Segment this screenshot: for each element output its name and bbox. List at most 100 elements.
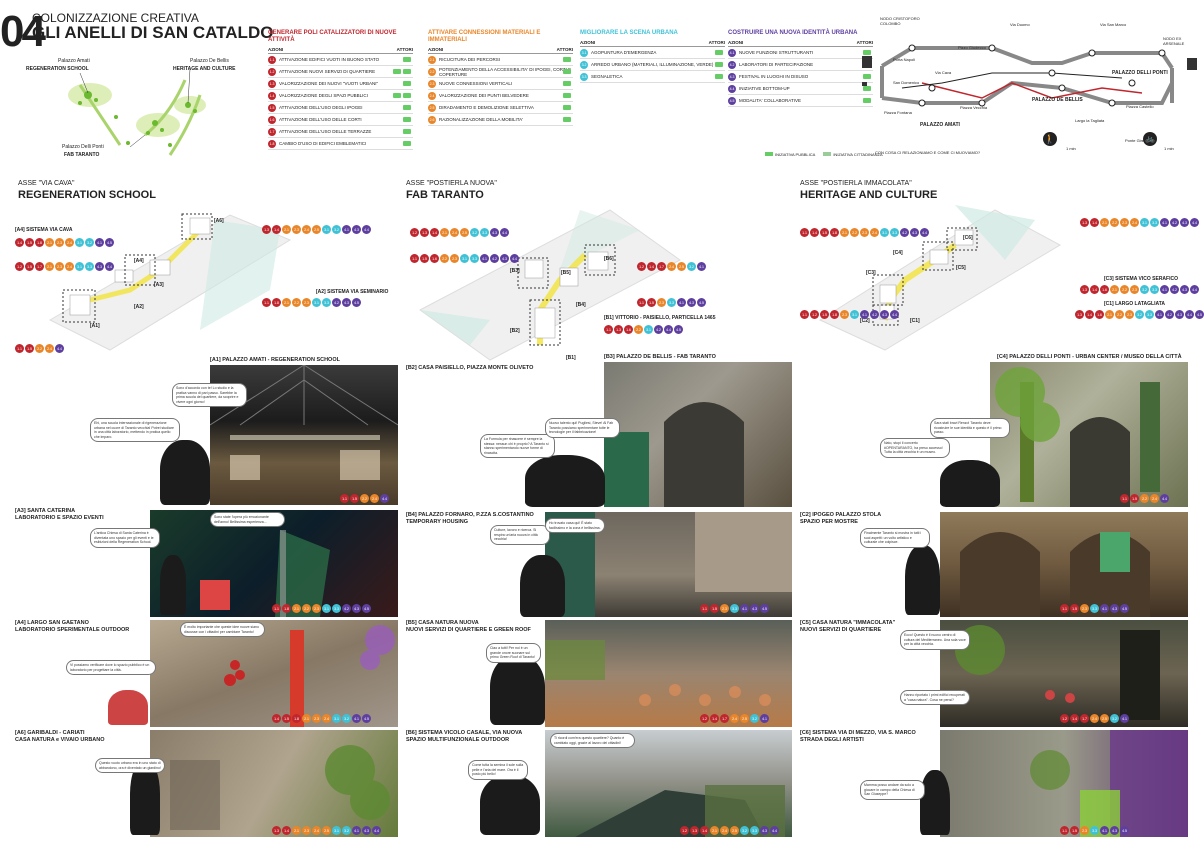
netmap-label-arsenale: NODO EX ARSENALE [1163, 36, 1185, 46]
action-dot: 1.1 [604, 325, 613, 334]
photo-a3 [150, 510, 398, 617]
action-dot: 2.4 [312, 826, 321, 835]
tag-c5: [C5] [956, 265, 966, 271]
action-dot: 3.3 [1090, 826, 1099, 835]
photo-c6 [940, 730, 1188, 837]
action-dot: 1.5 [1070, 826, 1079, 835]
speech-bubble: Mamma posso andare da solo a giocare in … [860, 780, 925, 800]
action-dot: 1.1 [1120, 494, 1129, 503]
action-dot: 2.5 [460, 228, 469, 237]
action-dot: 4.5 [362, 604, 371, 613]
action-dot: 4.4 [1190, 285, 1199, 294]
speech-bubble: Nato, stupì il concerto #OPENTARANTO, ha… [880, 438, 950, 458]
axis-a-subtitle: ASSE "VIA CAVA" [18, 180, 75, 187]
action-dot: 1.5 [350, 494, 359, 503]
action-dot: 2.2 [1110, 218, 1119, 227]
action-dot: 1.4 [700, 826, 709, 835]
photo-c2 [940, 512, 1188, 617]
netmap-label-vecchia: Piazza Vecchia [960, 105, 988, 110]
action-dot: 2.4 [450, 228, 459, 237]
action-dot: 4.3 [1110, 826, 1119, 835]
person-figure [920, 770, 950, 835]
tag-b1: [B1] [566, 355, 576, 361]
action-dot: 4.5 [674, 325, 683, 334]
col-attori: ATTORI [396, 47, 413, 52]
action-dot: 4.1 [1120, 714, 1129, 723]
action-dot: 4.5 [697, 298, 706, 307]
action-dot: 1.2 [15, 262, 24, 271]
netmap-question: CON COSA CI RELAZIONIAMO E COME CI MUOVI… [875, 150, 981, 155]
speech-bubble: È molto importante che queste idee nuove… [180, 622, 265, 637]
action-dot: 1.3 [420, 228, 429, 237]
action-dot: 3.1 [1140, 218, 1149, 227]
person-figure [905, 545, 940, 615]
action-dot: 4.3 [1175, 310, 1184, 319]
action-dot: 1.2 [1060, 714, 1069, 723]
speech-bubble: Finalmente Taranto si mostra in tutti i … [860, 528, 930, 548]
action-dot: 1.8 [830, 310, 839, 319]
action-dot: 2.3 [1080, 604, 1089, 613]
action-dot: 4.5 [1120, 604, 1129, 613]
diagram-label-delliponti: Palazzo Delli Ponti [62, 144, 104, 150]
action-dot: 1.2 [410, 228, 419, 237]
action-dot: 3.2 [332, 225, 341, 234]
action-dot: 1.4 [15, 238, 24, 247]
action-dot: 2.4 [730, 714, 739, 723]
netmap-label-ponte: Ponte Girevole [1125, 138, 1152, 143]
action-dot: 3.3 [1090, 604, 1099, 613]
action-dot: 2.3 [55, 238, 64, 247]
speech-bubble: Ciao a tutti! Per noi è un grande onore … [486, 643, 541, 663]
action-dot: 3.1 [322, 225, 331, 234]
action-dot: 1.2 [810, 310, 819, 319]
netmap-label-portanapoli: Porta Napoli [893, 57, 916, 62]
action-dot: 4.2 [1170, 285, 1179, 294]
col-attori: ATTORI [708, 40, 725, 45]
action-dot: 1.5 [420, 254, 429, 263]
tag-c1: [C1] [910, 318, 920, 324]
action-dot: 4.1 [1155, 310, 1164, 319]
action-dot: 2.3 [840, 310, 849, 319]
walk-icon: 🚶 [1043, 132, 1057, 146]
action-dot: 3.2 [470, 228, 479, 237]
action-dot: 4.2 [1170, 218, 1179, 227]
action-dot: 4.3 [760, 826, 769, 835]
action-dot: 3.1 [644, 325, 653, 334]
section-title: GLI ANELLI DI SAN CATALDO [32, 23, 274, 42]
action-dot: 1.5 [647, 298, 656, 307]
action-dot: 3.3 [1150, 285, 1159, 294]
action-dot: 1.8 [35, 238, 44, 247]
action-dot: 1.7 [1080, 714, 1089, 723]
action-dot: 3.3 [480, 228, 489, 237]
speech-bubble: Questo vuoto urbano era in uno stato di … [95, 758, 165, 773]
action-dot: 2.2 [634, 325, 643, 334]
action-dot: 4.1 [740, 604, 749, 613]
photo-a1-title: [A1] PALAZZO AMATI - REGENERATION SCHOOL [210, 357, 340, 363]
netmap-label-castello: Piazza Castello [1126, 104, 1154, 109]
action-dot: 2.2 [850, 228, 859, 237]
col-azioni: AZIONI [268, 47, 284, 52]
action-dot: 1.1 [800, 310, 809, 319]
netmap-label-tagliata: Largo la Tagliata [1075, 118, 1105, 123]
action-dot: 1.3 [614, 325, 623, 334]
bike-icon: 🚲 [1143, 132, 1157, 146]
action-dot: 1.1 [637, 298, 646, 307]
action-dot: 3.2 [1140, 285, 1149, 294]
action-dot: 1.5 [25, 344, 34, 353]
diagram-label-debellis: Palazzo De Bellis [190, 58, 229, 64]
system-c1: [C1] LARGO LATAGLIATA [1104, 301, 1166, 307]
action-dot: 4.4 [500, 228, 509, 237]
tag-c3: [C3] [866, 270, 876, 276]
panel-catalizzatori: Generare poli catalizzatori di nuove att… [268, 30, 413, 160]
